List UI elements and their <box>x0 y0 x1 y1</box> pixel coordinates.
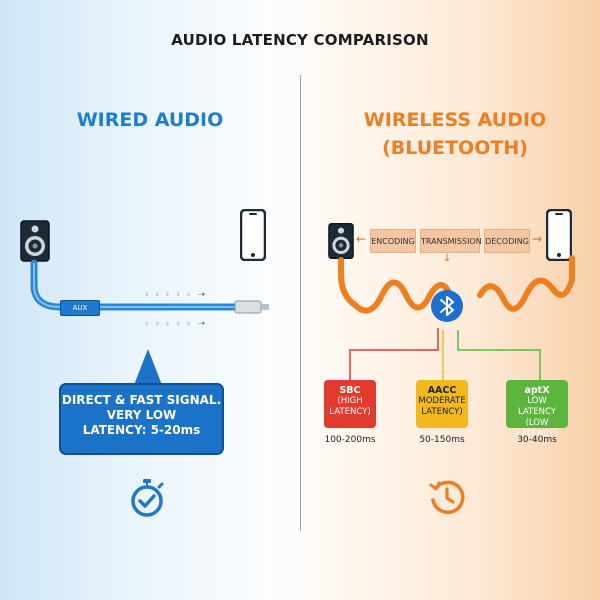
arrow-right-icon: → <box>532 232 543 246</box>
wireless-signal-wave <box>338 255 575 382</box>
page-title: AUDIO LATENCY COMPARISON <box>171 31 429 49</box>
codec-aptx-latency: 30-40ms <box>517 435 557 445</box>
aux-label: AUX <box>60 300 100 316</box>
codec-aac-badge: AACC MODERATE LATENCY) <box>416 380 468 428</box>
codec-desc: LATENCY) <box>329 407 371 417</box>
codec-desc: (LOW LATENCY) <box>516 418 558 439</box>
callout-line: LATENCY: 5-20ms <box>82 423 201 437</box>
signal-arrows-bottom: › › › › › ➝ <box>145 319 208 329</box>
clock-refresh-icon <box>429 480 465 515</box>
codec-sbc-latency: 100-200ms <box>324 435 376 445</box>
bluetooth-icon <box>431 290 463 322</box>
wired-heading: WIRED AUDIO <box>76 109 224 131</box>
smartphone-icon <box>240 209 266 261</box>
codec-desc: LOW LATENCY <box>518 396 556 417</box>
wired-latency-callout: DIRECT & FAST SIGNAL. VERY LOW LATENCY: … <box>59 383 224 455</box>
arrow-down-icon: ↓ <box>443 253 452 264</box>
codec-desc: (HIGH <box>337 396 363 406</box>
speaker-icon <box>328 223 354 259</box>
step-decoding: DECODING <box>484 229 530 253</box>
codec-sbc-badge: SBC (HIGH LATENCY) <box>324 380 376 428</box>
codec-aptx-badge: aptX LOW LATENCY (LOW LATENCY) <box>506 380 568 439</box>
callout-line: DIRECT & FAST SIGNAL. <box>61 393 222 407</box>
wireless-heading-line: (BLUETOOTH) <box>382 137 528 159</box>
codec-name: AACC <box>427 385 457 396</box>
callout-line: VERY LOW <box>106 408 177 422</box>
codec-aac-latency: 50-150ms <box>419 435 465 445</box>
arrow-left-icon: ← <box>356 232 367 246</box>
codec-name: aptX <box>524 385 550 396</box>
aux-cable <box>30 259 269 314</box>
center-divider <box>300 75 301 531</box>
speaker-icon <box>20 220 50 262</box>
step-encoding: ENCODING <box>370 229 416 253</box>
stopwatch-check-icon <box>131 479 164 517</box>
signal-arrows-top: › › › › › ➝ <box>145 290 208 300</box>
codec-desc: MODERATE <box>418 396 466 406</box>
step-transmission: TRANSMISSION <box>420 229 482 253</box>
wireless-heading: WIRELESS AUDIO (BLUETOOTH) <box>335 106 575 162</box>
wireless-heading-line: WIRELESS AUDIO <box>363 109 547 131</box>
codec-desc: LATENCY) <box>421 407 463 417</box>
codec-name: SBC <box>339 385 361 396</box>
smartphone-icon <box>546 209 572 261</box>
callout-pointer <box>134 349 162 385</box>
